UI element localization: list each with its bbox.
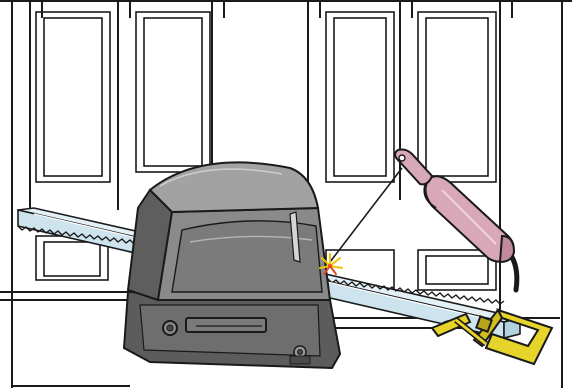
gate-motor-icon bbox=[124, 162, 340, 368]
